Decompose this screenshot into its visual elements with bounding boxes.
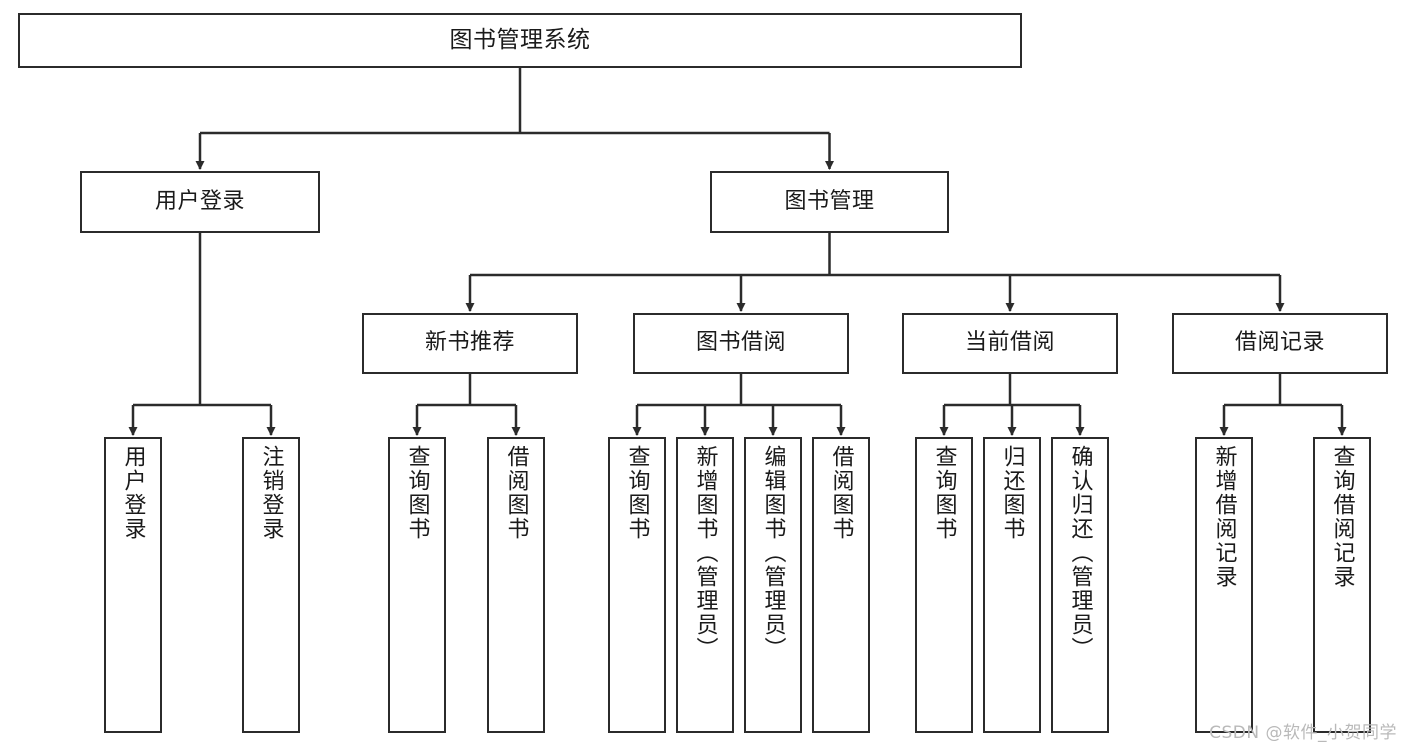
node-leaf-add-book[interactable]: 新增图书（管理员） [676, 437, 734, 733]
node-label: 新增借阅记录 [1211, 445, 1237, 589]
node-leaf-user-login[interactable]: 用户登录 [104, 437, 162, 733]
node-label: 编辑图书（管理员） [760, 445, 786, 661]
node-leaf-borrow-book-1[interactable]: 借阅图书 [487, 437, 545, 733]
connector-group [128, 68, 1347, 436]
node-leaf-query-book-3[interactable]: 查询图书 [915, 437, 973, 733]
node-label: 确认归还（管理员） [1067, 445, 1093, 661]
node-leaf-query-book-2[interactable]: 查询图书 [608, 437, 666, 733]
node-label: 新增图书（管理员） [692, 445, 718, 661]
node-root[interactable]: 图书管理系统 [18, 13, 1022, 68]
node-borrow-record[interactable]: 借阅记录 [1172, 313, 1388, 374]
node-label: 借阅图书 [828, 445, 854, 541]
node-label: 查询借阅记录 [1329, 445, 1355, 589]
node-label: 查询图书 [624, 445, 650, 541]
node-label: 借阅记录 [1234, 330, 1325, 356]
node-leaf-confirm-return[interactable]: 确认归还（管理员） [1051, 437, 1109, 733]
node-label: 图书管理 [784, 188, 875, 214]
node-label: 用户登录 [154, 188, 245, 214]
node-label: 查询图书 [931, 445, 957, 541]
node-label: 图书借阅 [695, 330, 786, 356]
watermark-text: CSDN @软件_小贺同学 [1209, 723, 1397, 743]
node-current-borrow[interactable]: 当前借阅 [902, 313, 1118, 374]
node-leaf-return-book[interactable]: 归还图书 [983, 437, 1041, 733]
node-leaf-borrow-book-2[interactable]: 借阅图书 [812, 437, 870, 733]
node-label: 用户登录 [120, 445, 146, 541]
node-new-book-rec[interactable]: 新书推荐 [362, 313, 578, 374]
node-leaf-query-record[interactable]: 查询借阅记录 [1313, 437, 1371, 733]
node-leaf-query-book-1[interactable]: 查询图书 [388, 437, 446, 733]
node-leaf-edit-book[interactable]: 编辑图书（管理员） [744, 437, 802, 733]
node-label: 新书推荐 [424, 330, 515, 356]
node-user-login[interactable]: 用户登录 [80, 171, 320, 233]
node-label: 归还图书 [999, 445, 1025, 541]
node-book-manage[interactable]: 图书管理 [710, 171, 949, 233]
node-book-borrow[interactable]: 图书借阅 [633, 313, 849, 374]
node-label: 注销登录 [258, 445, 284, 541]
node-leaf-logout[interactable]: 注销登录 [242, 437, 300, 733]
node-leaf-add-record[interactable]: 新增借阅记录 [1195, 437, 1253, 733]
node-label: 当前借阅 [964, 330, 1055, 356]
node-label: 借阅图书 [503, 445, 529, 541]
node-label: 查询图书 [404, 445, 430, 541]
node-label: 图书管理系统 [449, 26, 591, 53]
